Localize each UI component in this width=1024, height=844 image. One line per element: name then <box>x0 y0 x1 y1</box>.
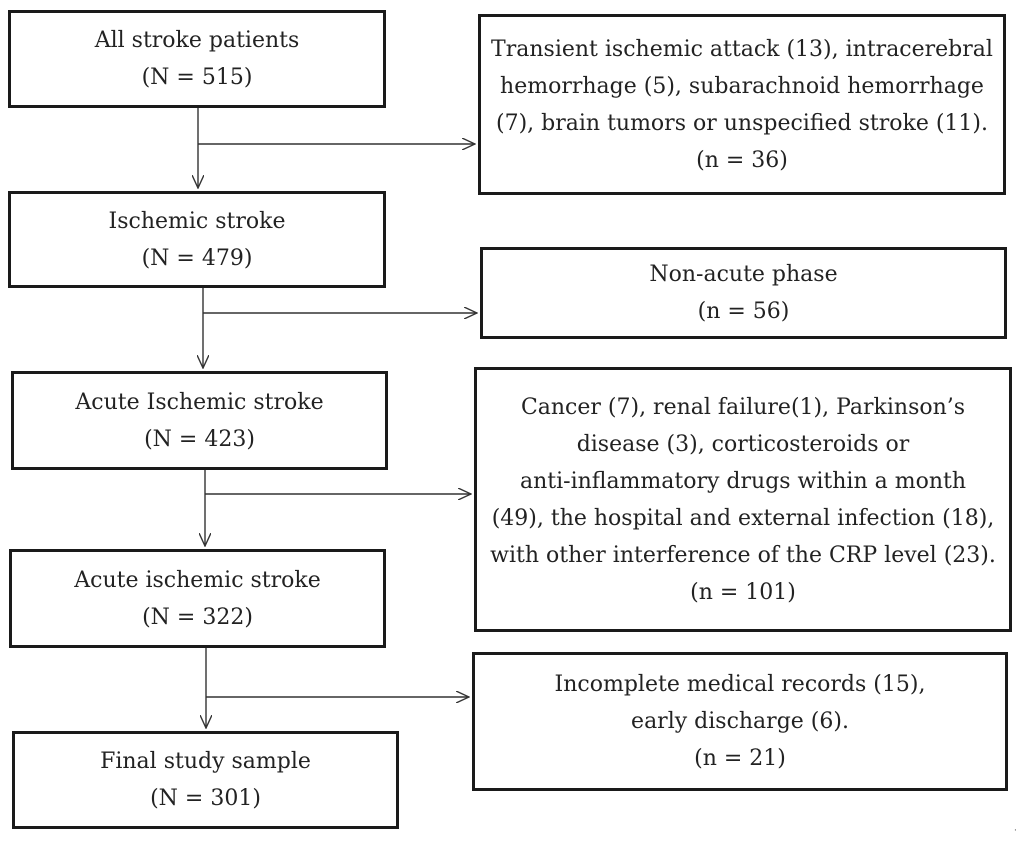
step-title: Acute ischemic stroke <box>74 567 321 593</box>
stray-mark: · <box>1014 826 1017 836</box>
exclusion-count: (n = 21) <box>694 746 786 771</box>
exclusion-box-2: Non-acute phase (n = 56) <box>480 247 1007 339</box>
step-acute-ischemic-stroke-filtered: Acute ischemic stroke (N = 322) <box>9 549 386 648</box>
exclusion-count: (n = 56) <box>697 299 790 324</box>
step-title: Acute Ischemic stroke <box>75 389 324 415</box>
step-title: Final study sample <box>100 749 311 774</box>
exclusion-count: (n = 101) <box>690 579 796 605</box>
step-all-stroke-patients: All stroke patients (N = 515) <box>8 10 386 108</box>
step-acute-ischemic-stroke: Acute Ischemic stroke (N = 423) <box>11 371 388 470</box>
step-count: (N = 479) <box>141 245 253 271</box>
step-final-study-sample: Final study sample (N = 301) <box>12 731 399 829</box>
exclusion-line: early discharge (6). <box>631 709 849 734</box>
exclusion-line: Cancer (7), renal failure(1), Parkinson’… <box>520 394 966 420</box>
step-count: (N = 322) <box>142 604 253 630</box>
exclusion-line: Incomplete medical records (15), <box>554 672 926 697</box>
step-count: (N = 301) <box>150 786 261 811</box>
exclusion-box-3: Cancer (7), renal failure(1), Parkinson’… <box>474 367 1012 632</box>
exclusion-box-4: Incomplete medical records (15), early d… <box>472 652 1008 791</box>
exclusion-line: disease (3), corticosteroids or <box>576 431 910 457</box>
exclusion-line: (7), brain tumors or unspecified stroke … <box>496 110 988 136</box>
exclusion-line: Transient ischemic attack (13), intracer… <box>491 36 993 62</box>
step-count: (N = 515) <box>141 65 253 90</box>
exclusion-line: hemorrhage (5), subarachnoid hemorrhage <box>500 73 984 99</box>
step-title: All stroke patients <box>94 28 300 53</box>
exclusion-line: Non-acute phase <box>649 262 838 287</box>
exclusion-count: (n = 36) <box>696 147 788 173</box>
exclusion-box-1: Transient ischemic attack (13), intracer… <box>478 14 1006 195</box>
exclusion-line: (49), the hospital and external infectio… <box>491 505 995 531</box>
step-title: Ischemic stroke <box>108 208 286 234</box>
step-ischemic-stroke: Ischemic stroke (N = 479) <box>8 191 386 288</box>
exclusion-line: with other interference of the CRP level… <box>490 542 996 568</box>
exclusion-line: anti-inflammatory drugs within a month <box>519 468 967 494</box>
step-count: (N = 423) <box>144 426 255 452</box>
